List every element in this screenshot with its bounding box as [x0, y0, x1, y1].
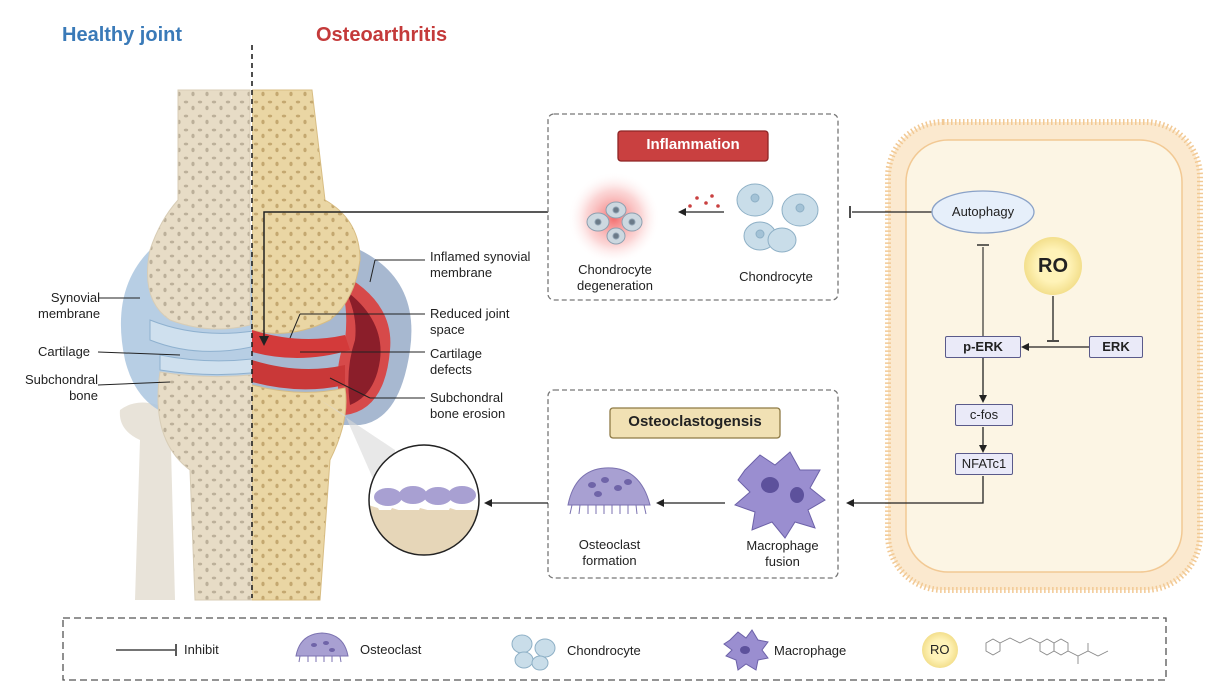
legend-macrophage-symbol — [723, 629, 769, 671]
osteoclast-formation-label: Osteoclast formation — [578, 537, 641, 568]
p-erk-node: p-ERK — [945, 336, 1021, 358]
c-fos-node: c-fos — [955, 404, 1013, 426]
nfatc1-to-osteoclastogenesis-arrow — [846, 476, 984, 507]
inflammation-box — [547, 113, 839, 301]
legend-ro-label: RO — [930, 642, 950, 657]
inflammation-title: Inflammation — [646, 136, 740, 153]
subchondral-erosion-label: Subchondral bone erosion — [430, 390, 506, 421]
fibula — [119, 402, 175, 600]
subchondral-bone-label: Subchondral bone — [25, 372, 98, 403]
ro-label: RO — [1038, 255, 1068, 277]
autophagy-node — [931, 190, 1035, 234]
chondrocyte-label: Chondrocyte — [739, 269, 813, 284]
osteoclastogenesis-title-bg — [609, 407, 781, 439]
legend-osteoclast-label: Osteoclast — [360, 642, 422, 657]
inflammatory-dots — [688, 194, 720, 208]
perk-inhibits-autophagy — [977, 244, 989, 336]
reduced-joint-space-label: Reduced joint space — [430, 306, 510, 337]
inflamed-synovial-label: Inflamed synovial membrane — [430, 249, 531, 280]
cartilage-lower-healthy — [159, 354, 252, 376]
legend-chondrocyte-symbol — [511, 634, 556, 671]
cartilage-oa — [252, 330, 350, 359]
nfatc1-node: NFATc1 — [955, 453, 1013, 475]
osteoclastogenesis-title: Osteoclastogensis — [628, 413, 762, 430]
autophagy-inhibits-inflammation — [849, 206, 932, 218]
erk-node: ERK — [1089, 336, 1143, 358]
legend-box — [62, 617, 1167, 681]
legend-inhibit-label: Inhibit — [184, 642, 219, 657]
erk-to-perk-arrow — [1021, 343, 1089, 351]
chondrocyte-to-degeneration-arrow — [678, 208, 724, 216]
ro-node — [1024, 237, 1082, 295]
cell-membrane-texture — [885, 119, 1203, 593]
ro-chemical-structure — [985, 637, 1109, 664]
inflamed-synovium-core — [345, 290, 381, 405]
femur-healthy — [147, 89, 251, 330]
tibia-healthy — [157, 371, 252, 601]
synovial-membrane-label: Synovial membrane — [38, 290, 101, 321]
cartilage-defects-label: Cartilage defects — [430, 346, 483, 377]
macrophage-to-osteoclast-arrow — [656, 499, 725, 507]
subchondral-erosion — [252, 360, 345, 390]
legend-osteoclast-symbol — [295, 632, 349, 663]
healthy-joint-title: Healthy joint — [62, 24, 183, 46]
ro-inhibits-erk-path — [1047, 296, 1059, 342]
autophagy-label: Autophagy — [951, 204, 1015, 219]
legend-chondrocyte-label: Chondrocyte — [567, 643, 641, 658]
inflammation-to-joint-arrow — [259, 211, 548, 346]
chondrocyte-degeneration-label: Chondrocyte degeneration — [577, 262, 653, 293]
osteoclastogenesis-box — [547, 389, 839, 579]
perk-to-cfos-arrow — [979, 358, 987, 403]
chondrocyte-cluster — [736, 183, 819, 253]
tibia-oa — [252, 384, 347, 601]
macrophage-cell — [734, 451, 826, 539]
osteoclast-to-bone-arrow — [484, 499, 548, 507]
macrophage-fusion-label: Macrophage fusion — [746, 538, 819, 569]
inflammation-title-bg — [617, 130, 769, 162]
cartilage-label: Cartilage — [38, 344, 91, 359]
degenerated-chondrocytes — [586, 201, 643, 245]
legend-ro-symbol — [922, 632, 958, 668]
legend-macrophage-label: Macrophage — [774, 643, 847, 658]
cartilage-healthy — [149, 319, 252, 352]
osteoarthritis-title: Osteoarthritis — [316, 24, 448, 46]
legend-inhibit-symbol — [116, 644, 177, 656]
osteoclast-cell — [567, 467, 651, 515]
cfos-to-nfatc1-arrow — [979, 427, 987, 453]
